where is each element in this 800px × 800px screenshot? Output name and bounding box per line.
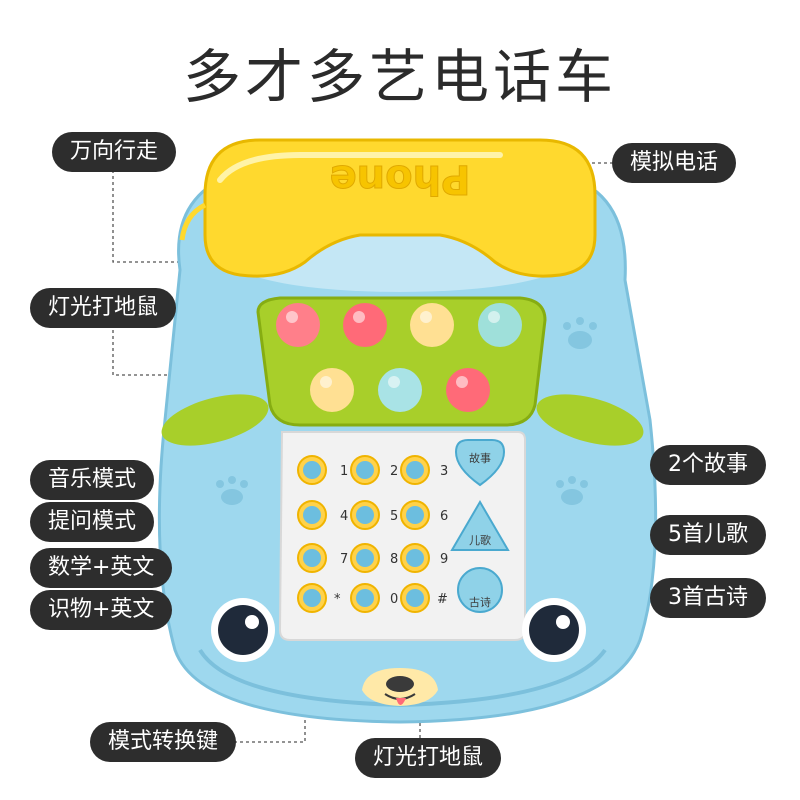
key-5: 5 <box>390 509 398 524</box>
label-three-poems: 3首古诗 <box>650 578 766 618</box>
key-2: 2 <box>390 464 398 479</box>
key-1: 1 <box>340 464 348 479</box>
label-mode-switch: 模式转换键 <box>90 722 237 762</box>
toy-eyes <box>211 598 586 662</box>
key-4: 4 <box>340 509 348 524</box>
story-button-label: 故事 <box>469 451 491 465</box>
key-8: 8 <box>390 552 398 567</box>
label-universal-wheels: 万向行走 <box>52 132 177 172</box>
label-object-english: 识物+英文 <box>30 590 173 630</box>
label-light-whack-mole-top: 灯光打地鼠 <box>30 288 177 328</box>
function-buttons: 故事 儿歌 古诗 <box>450 439 510 613</box>
key-hash: # <box>437 592 448 607</box>
song-button-label: 儿歌 <box>469 533 491 547</box>
label-five-songs: 5首儿歌 <box>650 515 766 555</box>
poem-button-label: 古诗 <box>469 595 491 609</box>
label-music-mode: 音乐模式 <box>30 460 155 500</box>
key-3: 3 <box>440 464 448 479</box>
key-0: 0 <box>390 592 398 607</box>
handset-text: Phone <box>330 156 471 202</box>
keypad: 1 2 3 4 5 6 7 8 9 * 0 # <box>297 455 448 613</box>
label-light-whack-mole-bottom: 灯光打地鼠 <box>355 738 502 778</box>
label-simulated-phone: 模拟电话 <box>612 143 737 183</box>
toy-face <box>362 668 438 706</box>
label-math-english: 数学+英文 <box>30 548 173 588</box>
key-star: * <box>334 592 341 607</box>
key-9: 9 <box>440 552 448 567</box>
key-7: 7 <box>340 552 348 567</box>
label-two-stories: 2个故事 <box>650 445 766 485</box>
mole-buttons <box>276 303 522 412</box>
label-question-mode: 提问模式 <box>30 502 155 542</box>
page-title: 多才多艺电话车 <box>182 43 617 111</box>
key-6: 6 <box>440 509 448 524</box>
